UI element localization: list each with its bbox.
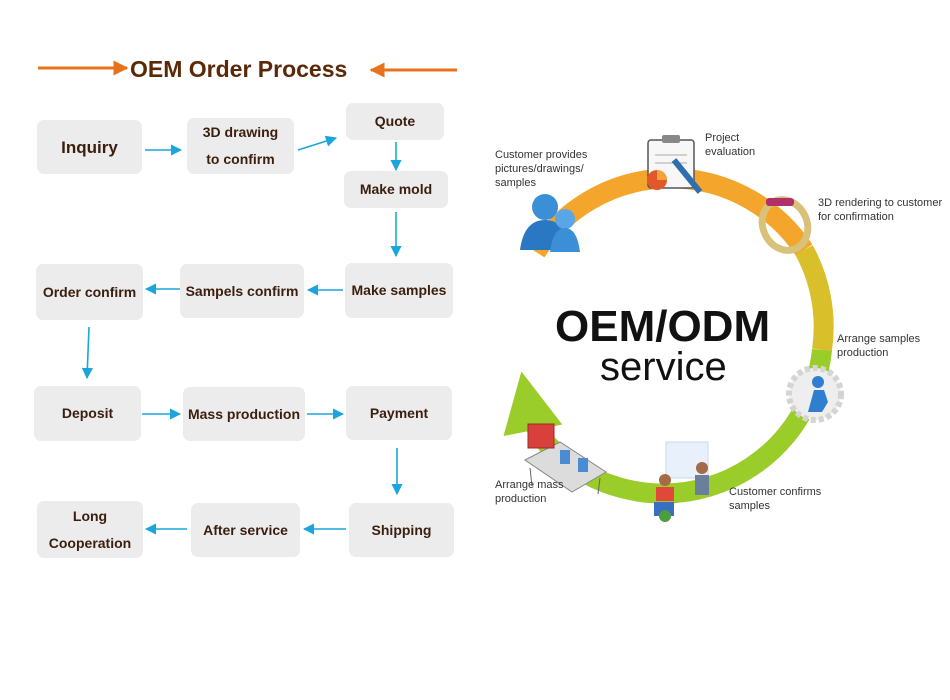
- step-mass-production-label: Mass production: [187, 405, 300, 422]
- stage-text-line: pictures/drawings/: [495, 163, 584, 175]
- stage-text-line: samples: [729, 500, 770, 512]
- stage-text-line: Project: [705, 132, 740, 144]
- cycle-center-subtitle: service: [600, 345, 727, 389]
- step-quote-label: Quote: [374, 113, 416, 129]
- stage-text-line: evaluation: [705, 146, 756, 158]
- step-3d-drawing-line1: 3D drawing: [202, 124, 279, 140]
- stage-arrange-mass: Arrange mass production: [495, 478, 563, 506]
- stage-text-line: Customer confirms: [729, 486, 822, 498]
- stage-text-line: Customer provides: [495, 149, 588, 161]
- step-deposit: Deposit: [34, 386, 141, 441]
- step-samples-confirm-label: Sampels confirm: [185, 282, 299, 299]
- stage-customer-provides: Customer provides pictures/drawings/ sam…: [495, 148, 587, 190]
- meeting-icon: [654, 441, 709, 522]
- step-long-cooperation-line1: Long: [72, 507, 108, 524]
- stage-text-line: Arrange mass: [495, 479, 564, 491]
- stage-text-line: 3D rendering to customer: [818, 197, 943, 209]
- stage-text-line: samples: [495, 177, 536, 189]
- stage-text-line: for confirmation: [818, 211, 894, 223]
- step-inquiry: Inquiry: [37, 120, 142, 174]
- step-after-service: After service: [191, 503, 300, 557]
- page-title: OEM Order Process: [130, 56, 348, 82]
- factory-icon: [524, 423, 607, 495]
- step-inquiry-label: Inquiry: [61, 137, 118, 157]
- step-make-samples: Make samples: [345, 263, 453, 318]
- stage-customer-confirms: Customer confirms samples: [729, 485, 821, 513]
- stage-arrange-samples: Arrange samples production: [837, 332, 920, 360]
- step-make-samples-label: Make samples: [351, 282, 447, 298]
- stage-3d-rendering: 3D rendering to customer for confirmatio…: [818, 196, 942, 224]
- stage-text-line: production: [837, 347, 889, 359]
- step-quote: Quote: [346, 103, 444, 140]
- step-payment: Payment: [346, 386, 452, 440]
- stage-project-evaluation: Project evaluation: [705, 131, 755, 159]
- clipboard-chart-icon: [647, 135, 703, 194]
- step-deposit-label: Deposit: [61, 405, 114, 421]
- stage-text-line: Arrange samples: [837, 333, 921, 345]
- step-samples-confirm: Sampels confirm: [180, 264, 304, 318]
- step-make-mold-label: Make mold: [359, 181, 433, 197]
- step-order-confirm-label: Order confirm: [42, 283, 137, 300]
- step-3d-drawing: 3D drawing to confirm: [187, 118, 294, 174]
- arrow-drawing-quote: [297, 135, 338, 151]
- step-long-cooperation-line2: Cooperation: [48, 534, 132, 551]
- people-icon: [520, 194, 580, 252]
- step-3d-drawing-line2: to confirm: [206, 151, 275, 167]
- arrow-order-deposit: [81, 326, 93, 380]
- step-mass-production: Mass production: [183, 387, 305, 441]
- cycle-center-title: OEM/ODM: [555, 302, 771, 351]
- gear-icon: [786, 365, 844, 423]
- ring-icon: [758, 196, 812, 254]
- stage-text-line: production: [495, 493, 547, 505]
- step-shipping: Shipping: [349, 503, 454, 557]
- step-after-service-label: After service: [203, 521, 288, 538]
- step-order-confirm: Order confirm: [36, 264, 143, 320]
- step-payment-label: Payment: [369, 404, 429, 421]
- step-make-mold: Make mold: [344, 171, 448, 208]
- step-shipping-label: Shipping: [371, 521, 432, 538]
- step-long-cooperation: Long Cooperation: [37, 501, 143, 558]
